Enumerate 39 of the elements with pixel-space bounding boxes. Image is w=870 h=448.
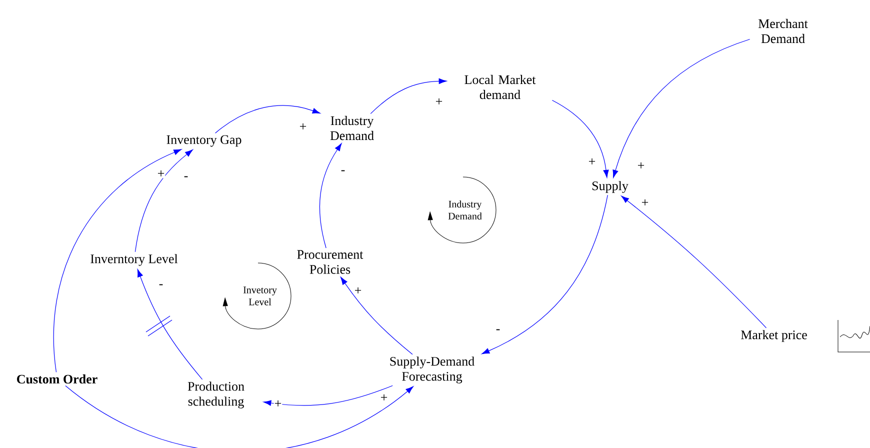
polarity-sign: - — [340, 170, 346, 174]
variable-label: Procurement Policies — [297, 250, 364, 274]
arrow — [134, 149, 193, 252]
polarity-sign: + — [298, 122, 308, 132]
variable-label: Custom Order — [17, 374, 98, 384]
polarity-sign: + — [640, 198, 650, 208]
arrow — [482, 194, 608, 354]
arrow — [370, 78, 447, 114]
variable-label: Merchant Demand — [758, 18, 808, 44]
polarity-sign: + — [156, 170, 166, 178]
arrow — [621, 196, 767, 328]
arrow — [214, 105, 320, 134]
variable-label: Inverntory Level — [90, 254, 178, 266]
variable-label: Production scheduling — [188, 382, 244, 408]
variable-label: Supply-Demand Forecasting — [390, 356, 474, 384]
arrow — [612, 38, 750, 178]
variable-label: Industry Demand — [330, 116, 374, 140]
polarity-sign: + — [274, 400, 282, 408]
arrow — [552, 100, 609, 178]
variable-label: Inventory Gap — [166, 135, 242, 147]
loop-label: Invetory Level — [243, 286, 277, 306]
polarity-sign: + — [380, 394, 388, 402]
arrow — [137, 269, 203, 380]
variable-label: Market price — [741, 330, 807, 342]
polarity-sign: - — [495, 328, 501, 334]
arrow — [65, 386, 414, 448]
variable-label: Local Market demand — [464, 74, 536, 100]
arrow — [54, 149, 182, 372]
polarity-sign: + — [588, 158, 596, 166]
arrow — [340, 276, 413, 355]
arrow — [263, 385, 393, 406]
loop-label: Industry Demand — [448, 200, 482, 220]
polarity-sign: - — [183, 176, 189, 180]
polarity-sign: - — [158, 284, 164, 288]
variable-label: Supply — [592, 181, 628, 193]
polarity-sign: + — [434, 98, 444, 106]
polarity-sign: + — [636, 162, 646, 170]
arrow — [319, 143, 342, 248]
polarity-sign: + — [354, 286, 362, 296]
